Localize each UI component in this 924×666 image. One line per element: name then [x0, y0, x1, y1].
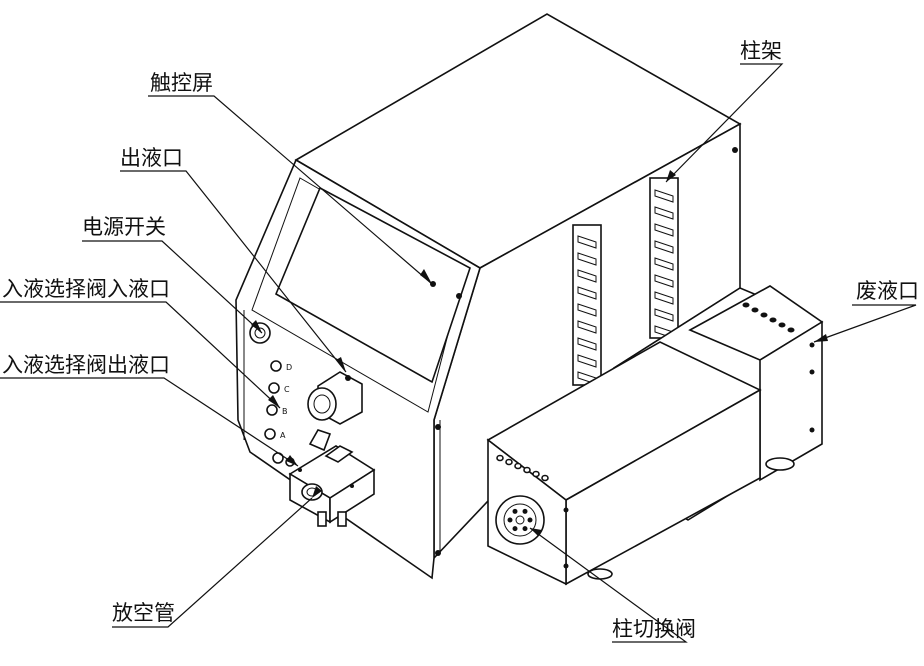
valve-port-letter: A — [280, 431, 286, 440]
valve-port-hole — [270, 360, 282, 372]
label-column-switch-valve: 柱切换阀 — [612, 617, 696, 641]
touchscreen-panel — [274, 186, 471, 384]
valve-port-letter: B — [282, 407, 288, 416]
column-switch-valve — [495, 495, 545, 545]
leader-vent-tube — [112, 497, 313, 628]
leader-lines — [0, 63, 917, 643]
column-switch-box — [486, 341, 762, 586]
power-switch — [249, 322, 271, 344]
valve-port-hole — [264, 428, 276, 440]
label-power-switch: 电源开关 — [82, 215, 166, 239]
label-waste-outlet: 废液口 — [856, 279, 919, 303]
leader-touchscreen — [148, 95, 433, 285]
leader-column-switch-valve — [529, 527, 688, 643]
screen-marker — [430, 281, 436, 287]
label-vent-tube: 放空管 — [112, 601, 175, 625]
label-column-rack: 柱架 — [740, 39, 782, 63]
valve-port-hole — [266, 404, 278, 416]
label-outlet: 出液口 — [120, 146, 183, 170]
label-inlet-valve-outlet: 入液选择阀出液口 — [2, 353, 170, 377]
inlet-selector-valve — [288, 429, 376, 527]
label-touchscreen: 触控屏 — [150, 71, 213, 95]
valve-port-letter: D — [286, 363, 292, 372]
outlet-fitting — [307, 371, 363, 425]
label-inlet-valve-inlet: 入液选择阀入液口 — [2, 277, 170, 301]
leader-column-rack — [665, 63, 784, 183]
callout-labels: 触控屏 出液口 电源开关 入液选择阀入液口 入液选择阀出液口 放空管 柱架 废液… — [2, 39, 919, 641]
valve-port-hole — [268, 382, 280, 394]
leader-outlet — [120, 170, 347, 373]
valve-port-letter: C — [284, 385, 290, 394]
leader-waste-outlet — [813, 304, 917, 343]
leader-inlet-valve-outlet — [0, 377, 299, 467]
leader-inlet-valve-inlet — [0, 301, 281, 409]
column-rack — [572, 177, 679, 386]
leader-power-switch — [82, 240, 263, 334]
